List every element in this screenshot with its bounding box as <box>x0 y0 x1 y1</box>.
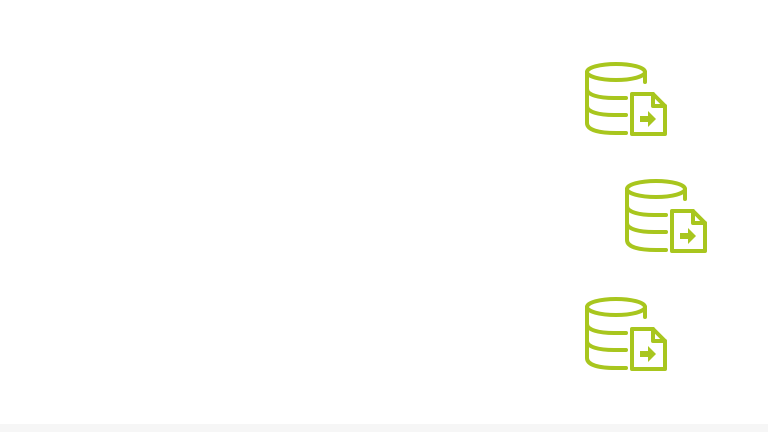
database-export-icon <box>624 177 708 257</box>
database-export-icon <box>584 295 668 375</box>
database-export-icon-graphic <box>585 62 667 136</box>
database-export-icon-graphic <box>585 297 667 371</box>
database-export-icon-graphic <box>625 179 707 253</box>
database-export-icon <box>584 60 668 140</box>
footer-band <box>0 424 768 432</box>
